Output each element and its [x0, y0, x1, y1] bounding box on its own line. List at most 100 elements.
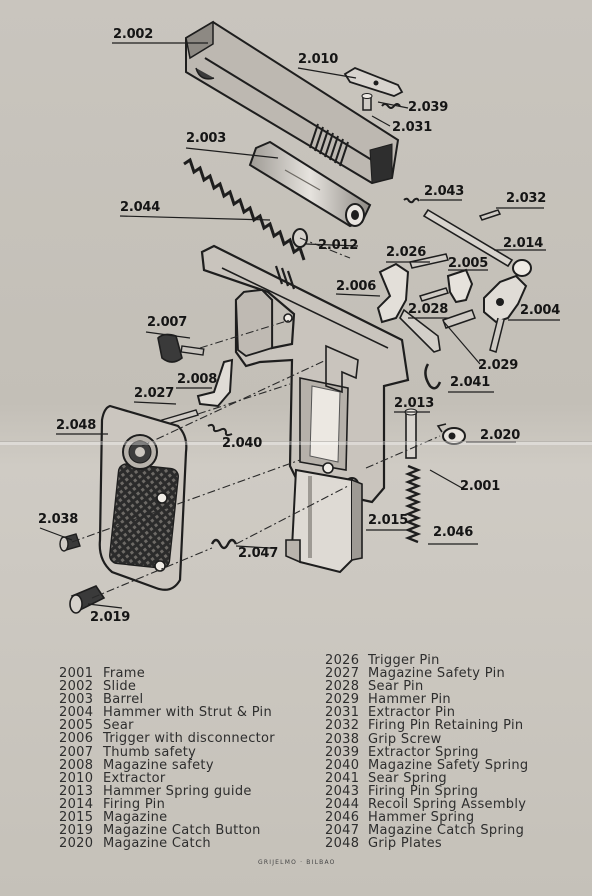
part-code: 2005: [59, 718, 94, 734]
callout-2041: 2.041: [450, 375, 491, 390]
part-code: 2044: [325, 797, 360, 813]
callout-2004: 2.004: [520, 303, 561, 318]
part-code: 2038: [325, 731, 360, 747]
leader-lines: [39, 42, 560, 609]
part-code: 2039: [325, 744, 360, 760]
sear-part: [446, 268, 474, 304]
legend-row: 2007 Thumb safety: [59, 744, 319, 760]
part-code: 2048: [325, 836, 360, 852]
part-name: Firing Pin Retaining Pin: [368, 718, 524, 734]
part-code: 2027: [325, 666, 360, 682]
callout-2028: 2.028: [408, 302, 449, 317]
firing-pin-part: [422, 208, 532, 277]
callout-2006: 2.006: [336, 279, 377, 294]
part-name: Trigger Pin: [368, 653, 440, 668]
callout-2013: 2.013: [394, 396, 435, 411]
paper-fold: [0, 441, 592, 445]
hammer-part: [483, 274, 528, 353]
part-code: 2040: [325, 757, 360, 773]
part-name: Firing Pin: [103, 796, 166, 812]
part-name: Grip Screw: [368, 731, 442, 747]
part-name: Magazine Safety Spring: [368, 757, 529, 773]
callout-2008: 2.008: [177, 372, 218, 387]
part-name: Magazine Safety Pin: [368, 666, 506, 682]
callout-2046: 2.046: [433, 525, 474, 540]
extractor-pin-part: [361, 93, 373, 111]
callout-2040: 2.040: [222, 436, 263, 451]
part-name: Magazine safety: [103, 757, 214, 773]
part-name: Magazine Catch Button: [103, 823, 261, 839]
callout-2031: 2.031: [392, 120, 433, 135]
part-name: Extractor Pin: [368, 705, 456, 721]
callout-2029: 2.029: [478, 358, 519, 373]
hammer-pin-part: [442, 309, 476, 329]
legend-row: 2005 Sear: [59, 719, 319, 732]
part-name: Magazine Catch: [103, 836, 211, 852]
sear-spring-part: [424, 363, 442, 390]
magazine-safety-spring-part: [207, 423, 233, 437]
part-code: 2029: [325, 692, 360, 708]
part-name: Frame: [103, 666, 146, 681]
part-code: 2020: [59, 836, 94, 852]
part-name: Sear Spring: [368, 770, 447, 786]
callout-2048: 2.048: [56, 418, 97, 433]
frame-part: [200, 244, 410, 504]
part-code: 2003: [59, 692, 94, 708]
part-name: Sear Pin: [368, 679, 424, 695]
callout-2002: 2.002: [113, 27, 154, 42]
callout-2039: 2.039: [408, 100, 449, 115]
part-name: Thumb safety: [103, 744, 197, 760]
firing-pin-spring-part: [403, 197, 420, 204]
part-code: 2006: [59, 731, 94, 747]
magazine-catch-spring-part: [210, 538, 238, 550]
callout-2010: 2.010: [298, 52, 339, 67]
part-code: 2010: [59, 770, 94, 786]
part-code: 2047: [325, 823, 360, 839]
part-code: 2007: [59, 744, 94, 760]
firing-pin-retaining-pin-part: [478, 209, 502, 221]
slide-part: [185, 20, 400, 185]
extractor-part: [343, 66, 404, 97]
part-name: Sear: [103, 718, 134, 734]
legend-row: 2008 Magazine safety: [59, 759, 319, 772]
legend-row: 2041 Sear Spring: [325, 772, 587, 785]
part-code: 2002: [59, 679, 94, 695]
part-code: 2001: [59, 666, 94, 681]
callout-2015: 2.015: [368, 513, 409, 528]
printer-imprint: GRIJELMO · BILBAO: [258, 859, 336, 866]
legend-row: 2039 Extractor Spring: [325, 746, 587, 759]
magazine-catch-button-part: [69, 585, 106, 614]
part-code: 2026: [325, 653, 360, 668]
part-code: 2008: [59, 757, 94, 773]
part-name: Hammer Spring guide: [103, 783, 252, 799]
part-code: 2046: [325, 810, 360, 826]
callout-2027: 2.027: [134, 386, 175, 401]
part-code: 2004: [59, 705, 94, 721]
part-name: Magazine: [103, 810, 168, 826]
part-code: 2041: [325, 770, 360, 786]
part-name: Extractor Spring: [368, 744, 479, 760]
callout-2014: 2.014: [503, 236, 544, 251]
callout-2032: 2.032: [506, 191, 547, 206]
assembly-lines: [71, 237, 441, 599]
magazine-catch-part: [436, 423, 466, 445]
part-code: 2028: [325, 679, 360, 695]
part-code: 2043: [325, 783, 360, 799]
legend-row: 2001 Frame: [59, 667, 319, 680]
legend-row: 2026 Trigger Pin: [325, 654, 587, 667]
callout-2044: 2.044: [120, 200, 161, 215]
callout-2005: 2.005: [448, 256, 489, 271]
